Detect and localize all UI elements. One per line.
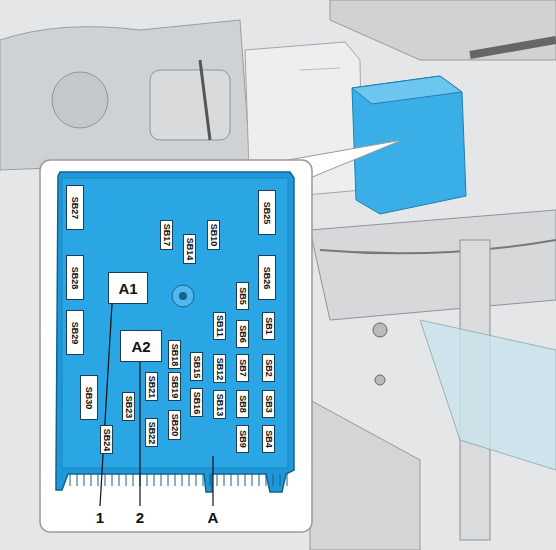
fuse-slot: SB13 [213, 390, 226, 419]
fuse-slot: SB19 [168, 372, 181, 401]
rib [112, 474, 113, 486]
callout-number: 1 [96, 509, 104, 526]
fuse-label: SB3 [264, 395, 274, 413]
fuse-label: SB29 [70, 321, 80, 344]
rib [189, 474, 190, 486]
fuse-slot: SB18 [168, 340, 181, 369]
rib [91, 474, 92, 486]
fuse-label: SB2 [264, 359, 274, 377]
fuse-slot: SB6 [236, 320, 249, 348]
fuse-slot: SB7 [236, 354, 249, 382]
fuse-slot: SB12 [213, 354, 226, 383]
fuse-label: SB8 [238, 395, 248, 413]
fuse-slot: SB11 [213, 312, 226, 340]
fuse-label: SB20 [170, 414, 180, 437]
fuse-slot: SB3 [262, 390, 275, 418]
rib [280, 474, 281, 486]
fuse-slot: SB20 [168, 410, 181, 440]
fuse-slot: SB25 [258, 190, 276, 235]
fuse-label: SB13 [215, 393, 225, 416]
fuse-label: SB25 [262, 201, 272, 224]
rib [182, 474, 183, 486]
rib [210, 474, 211, 486]
fuse-label: SB22 [147, 421, 157, 444]
rib [168, 474, 169, 486]
fuse-slot: SB30 [80, 375, 98, 420]
rib [203, 474, 204, 486]
fuse-label: SB4 [264, 430, 274, 448]
fuse-slot: SB29 [66, 310, 84, 355]
fuse-slot: SB24 [100, 425, 113, 454]
fuse-label: SB16 [192, 391, 202, 414]
fuse-slot: SB2 [262, 354, 275, 382]
fuse-slot: SB15 [190, 352, 203, 381]
fuse-label: SB7 [238, 359, 248, 377]
rib [161, 474, 162, 486]
fuse-label: SB21 [147, 375, 157, 398]
rib [252, 474, 253, 486]
fuse-label: SB15 [192, 355, 202, 378]
rib [287, 474, 288, 486]
rib [175, 474, 176, 486]
rib [238, 474, 239, 486]
fuse-label: SB6 [238, 325, 248, 343]
fuse-slot: SB22 [145, 418, 158, 447]
fuse-label: SB12 [215, 357, 225, 380]
fuse-slot: SB8 [236, 390, 249, 418]
fuse-slot: SB9 [236, 425, 249, 453]
fuse-slot: SB5 [236, 282, 249, 310]
rib [231, 474, 232, 486]
callout-number: A [208, 509, 219, 526]
relay-label: A1 [118, 280, 137, 297]
fuse-label: SB30 [84, 386, 94, 409]
fuse-slot: SB28 [66, 255, 84, 300]
fuse-slot: SB21 [145, 372, 158, 401]
rib [196, 474, 197, 486]
fuse-slot: SB14 [183, 234, 196, 264]
rib [98, 474, 99, 486]
fuse-slot: SB26 [258, 255, 276, 300]
rib [147, 474, 148, 486]
rib [105, 474, 106, 486]
fuse-label: SB5 [238, 287, 248, 305]
rib [119, 474, 120, 486]
fuse-slot: SB4 [262, 425, 275, 453]
rib [133, 474, 134, 486]
fuse-label: SB11 [215, 315, 225, 337]
rib [217, 474, 218, 486]
rib [77, 474, 78, 486]
relay-slot: A1 [108, 272, 148, 304]
fuse-label: SB1 [264, 317, 274, 335]
rib [245, 474, 246, 486]
fuse-slot: SB1 [262, 312, 275, 340]
fuse-slot: SB23 [122, 392, 135, 421]
rib [126, 474, 127, 486]
fuse-label: SB14 [185, 238, 195, 261]
rib [154, 474, 155, 486]
fuse-label: SB28 [70, 266, 80, 289]
fuse-slot: SB27 [66, 185, 84, 230]
relay-label: A2 [131, 338, 150, 355]
fuse-label: SB27 [70, 196, 80, 219]
rib [224, 474, 225, 486]
fuse-label: SB10 [209, 224, 219, 247]
callout-number: 2 [136, 509, 144, 526]
fuse-label: SB17 [162, 224, 172, 247]
fuse-label: SB18 [170, 343, 180, 366]
rib [266, 474, 267, 486]
fuse-label: SB23 [124, 395, 134, 418]
fuse-label: SB9 [238, 430, 248, 448]
rib [273, 474, 274, 486]
fuse-label: SB24 [102, 428, 112, 451]
fuse-slot: SB16 [190, 388, 203, 417]
fuse-label: SB19 [170, 375, 180, 398]
rib [84, 474, 85, 486]
relay-slot: A2 [120, 330, 162, 362]
fuse-label: SB26 [262, 266, 272, 289]
fuse-slot: SB10 [207, 220, 220, 250]
fuse-slot: SB17 [160, 220, 173, 250]
rib [259, 474, 260, 486]
rib [70, 474, 71, 486]
